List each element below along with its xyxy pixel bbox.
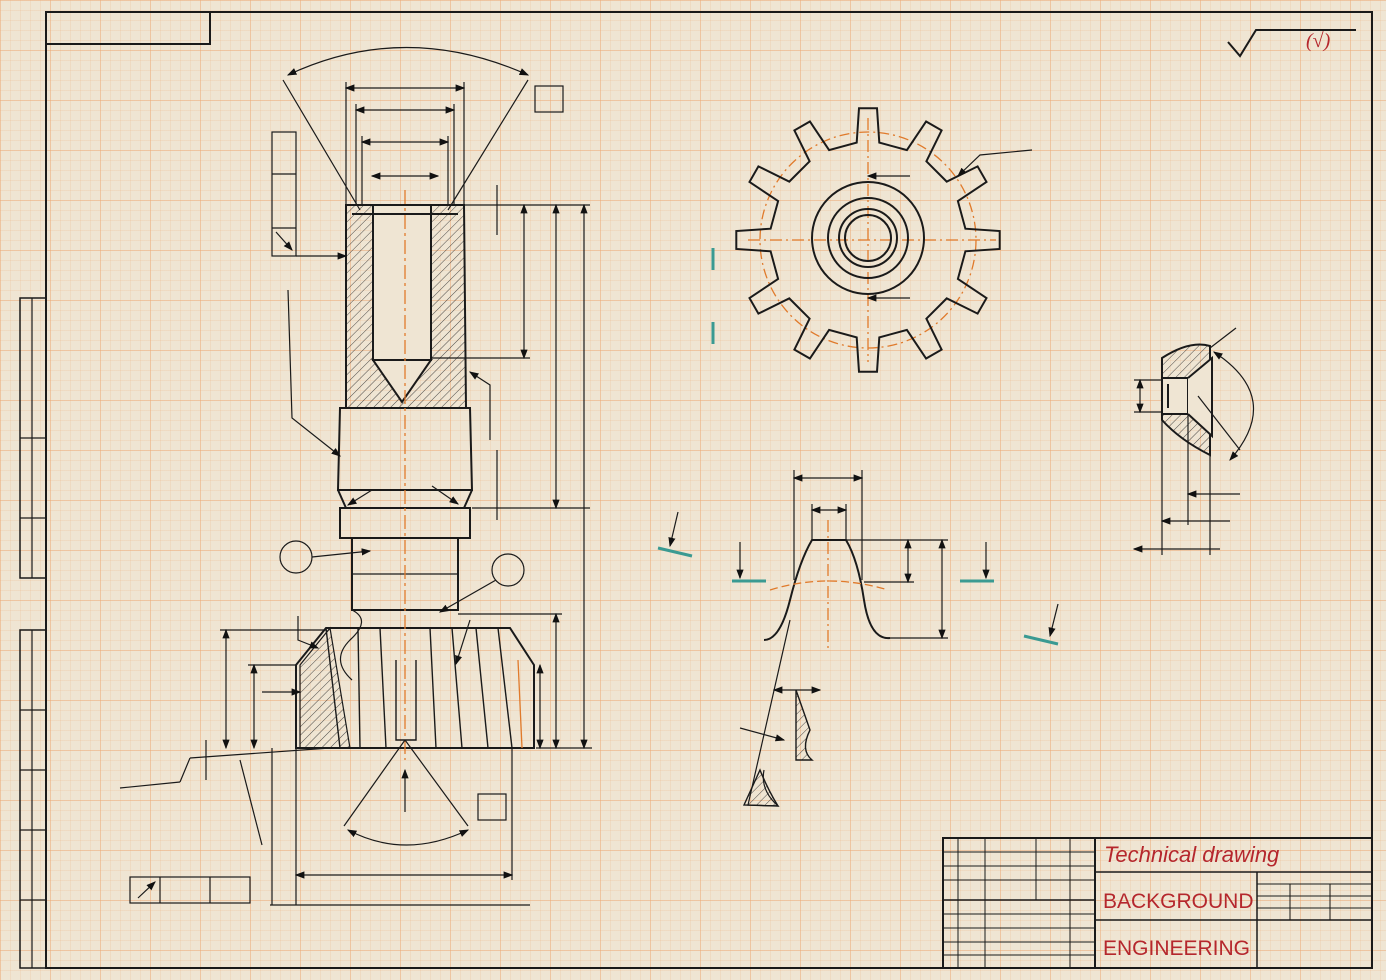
shaft-part	[295, 204, 535, 749]
spur-gear-view	[711, 107, 1033, 373]
roughness-label: (√)	[1306, 30, 1331, 52]
title-block	[942, 837, 1373, 969]
title-block-line-2: ENGINEERING	[1103, 937, 1251, 960]
shaft-dimensions	[119, 46, 592, 906]
title-block-title: Technical drawing	[1104, 842, 1280, 867]
roughness-symbol-icon	[1227, 29, 1356, 58]
sheet-frame	[19, 11, 1373, 969]
chamfer-detail	[1132, 327, 1255, 555]
tooth-profile-detail	[657, 470, 1059, 807]
title-block-line-1: BACKGROUND	[1103, 890, 1254, 913]
